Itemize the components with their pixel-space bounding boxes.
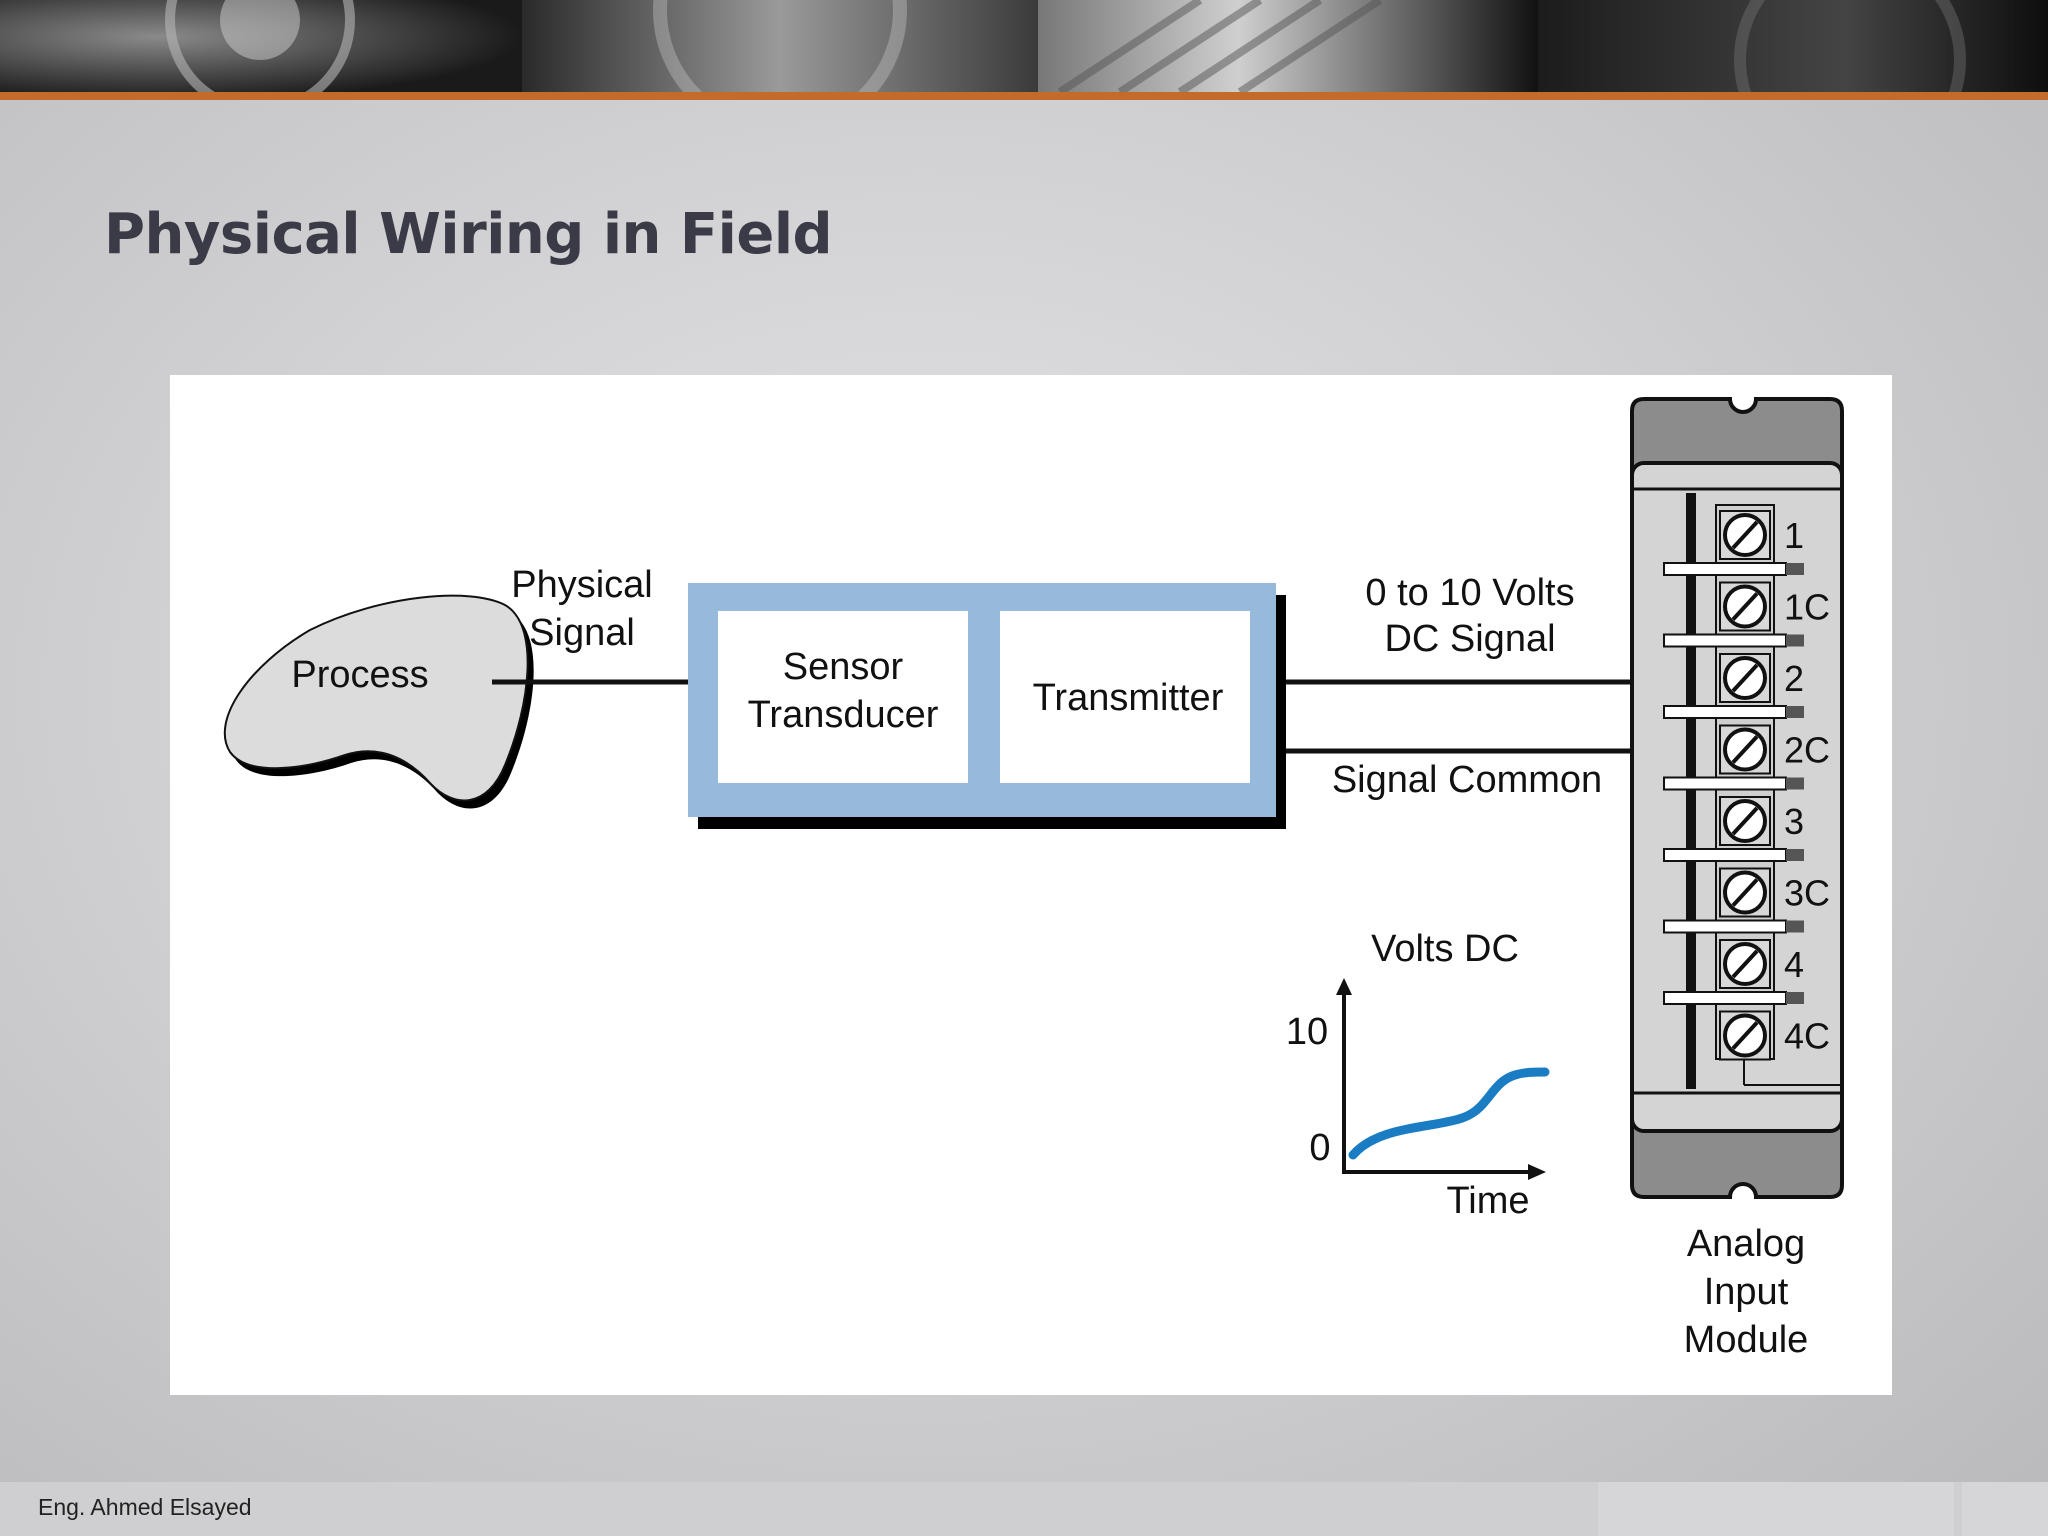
terminal-separator-tab bbox=[1786, 777, 1804, 790]
header-banner-image bbox=[0, 0, 2048, 92]
graph-y-arrow bbox=[1336, 978, 1352, 995]
terminal-separator bbox=[1663, 991, 1787, 1005]
dc-signal-label-line2: DC Signal bbox=[1384, 618, 1555, 660]
footer-segment-middle bbox=[1598, 1482, 1954, 1536]
footer-bar bbox=[0, 1482, 2048, 1536]
author-footer: Eng. Ahmed Elsayed bbox=[38, 1494, 252, 1520]
screw-slot bbox=[1731, 1021, 1759, 1050]
physical-signal-label-line2: Signal bbox=[529, 612, 635, 654]
graph-y-max-label: 10 bbox=[1286, 1011, 1328, 1053]
sensor-transducer-label-line1: Sensor bbox=[783, 646, 904, 688]
terminal-separator-tab bbox=[1786, 634, 1804, 647]
sensor-transducer-box bbox=[718, 611, 968, 783]
module-label-line3: Module bbox=[1684, 1319, 1809, 1361]
terminal-separator bbox=[1663, 776, 1787, 791]
graph-x-label: Time bbox=[1446, 1180, 1529, 1222]
screw-slot bbox=[1731, 520, 1759, 550]
terminal-label: 2 bbox=[1784, 658, 1804, 699]
terminal-label: 4 bbox=[1784, 944, 1804, 985]
screw-slot bbox=[1731, 949, 1759, 979]
terminal-separator bbox=[1663, 848, 1787, 862]
terminal-separator bbox=[1663, 633, 1787, 648]
terminal-separator-tab bbox=[1786, 706, 1804, 718]
terminal-label: 1 bbox=[1784, 515, 1804, 556]
terminal-separator bbox=[1663, 562, 1787, 576]
accent-bar bbox=[0, 92, 2048, 100]
footer-segment-right bbox=[1962, 1482, 2048, 1536]
module-label-line2: Input bbox=[1704, 1271, 1789, 1313]
graph-y-min-label: 0 bbox=[1309, 1127, 1330, 1169]
terminal-separator bbox=[1663, 705, 1787, 719]
transmitter-box bbox=[1000, 611, 1250, 783]
terminal-label: 1C bbox=[1784, 587, 1830, 628]
graph-signal-trace bbox=[1348, 1067, 1550, 1160]
terminal-separator bbox=[1663, 919, 1787, 934]
signal-common-label: Signal Common bbox=[1332, 759, 1602, 801]
screw-slot bbox=[1731, 735, 1759, 764]
process-label: Process bbox=[291, 654, 428, 696]
module-label-line1: Analog bbox=[1687, 1223, 1805, 1265]
terminal-label: 4C bbox=[1784, 1016, 1830, 1057]
transmitter-label: Transmitter bbox=[1033, 677, 1224, 719]
terminal-group: 1 1C 2 2C 3 3C 4 4C bbox=[1663, 510, 1830, 1061]
terminal-separator-tab bbox=[1786, 992, 1804, 1004]
terminal-label: 3 bbox=[1784, 801, 1804, 842]
terminal-label: 2C bbox=[1784, 730, 1830, 771]
sensor-transducer-label-line2: Transducer bbox=[748, 694, 939, 736]
graph-y-label: Volts DC bbox=[1371, 928, 1519, 970]
screw-slot bbox=[1731, 806, 1759, 836]
terminal-separator-tab bbox=[1786, 920, 1804, 933]
screw-slot bbox=[1731, 878, 1759, 907]
slide-title: Physical Wiring in Field bbox=[104, 202, 833, 267]
process-blob bbox=[223, 594, 529, 802]
screw-slot bbox=[1731, 592, 1759, 621]
terminal-separator-tab bbox=[1786, 563, 1804, 575]
wiring-diagram: Process Physical Signal Sensor Transduce… bbox=[170, 375, 1892, 1395]
physical-signal-label-line1: Physical bbox=[511, 564, 653, 606]
dc-signal-label-line1: 0 to 10 Volts bbox=[1365, 572, 1574, 614]
terminal-label: 3C bbox=[1784, 873, 1830, 914]
terminal-separator-tab bbox=[1786, 849, 1804, 861]
screw-slot bbox=[1731, 663, 1759, 693]
graph-x-arrow bbox=[1528, 1164, 1546, 1180]
module-busbar bbox=[1686, 493, 1696, 1089]
